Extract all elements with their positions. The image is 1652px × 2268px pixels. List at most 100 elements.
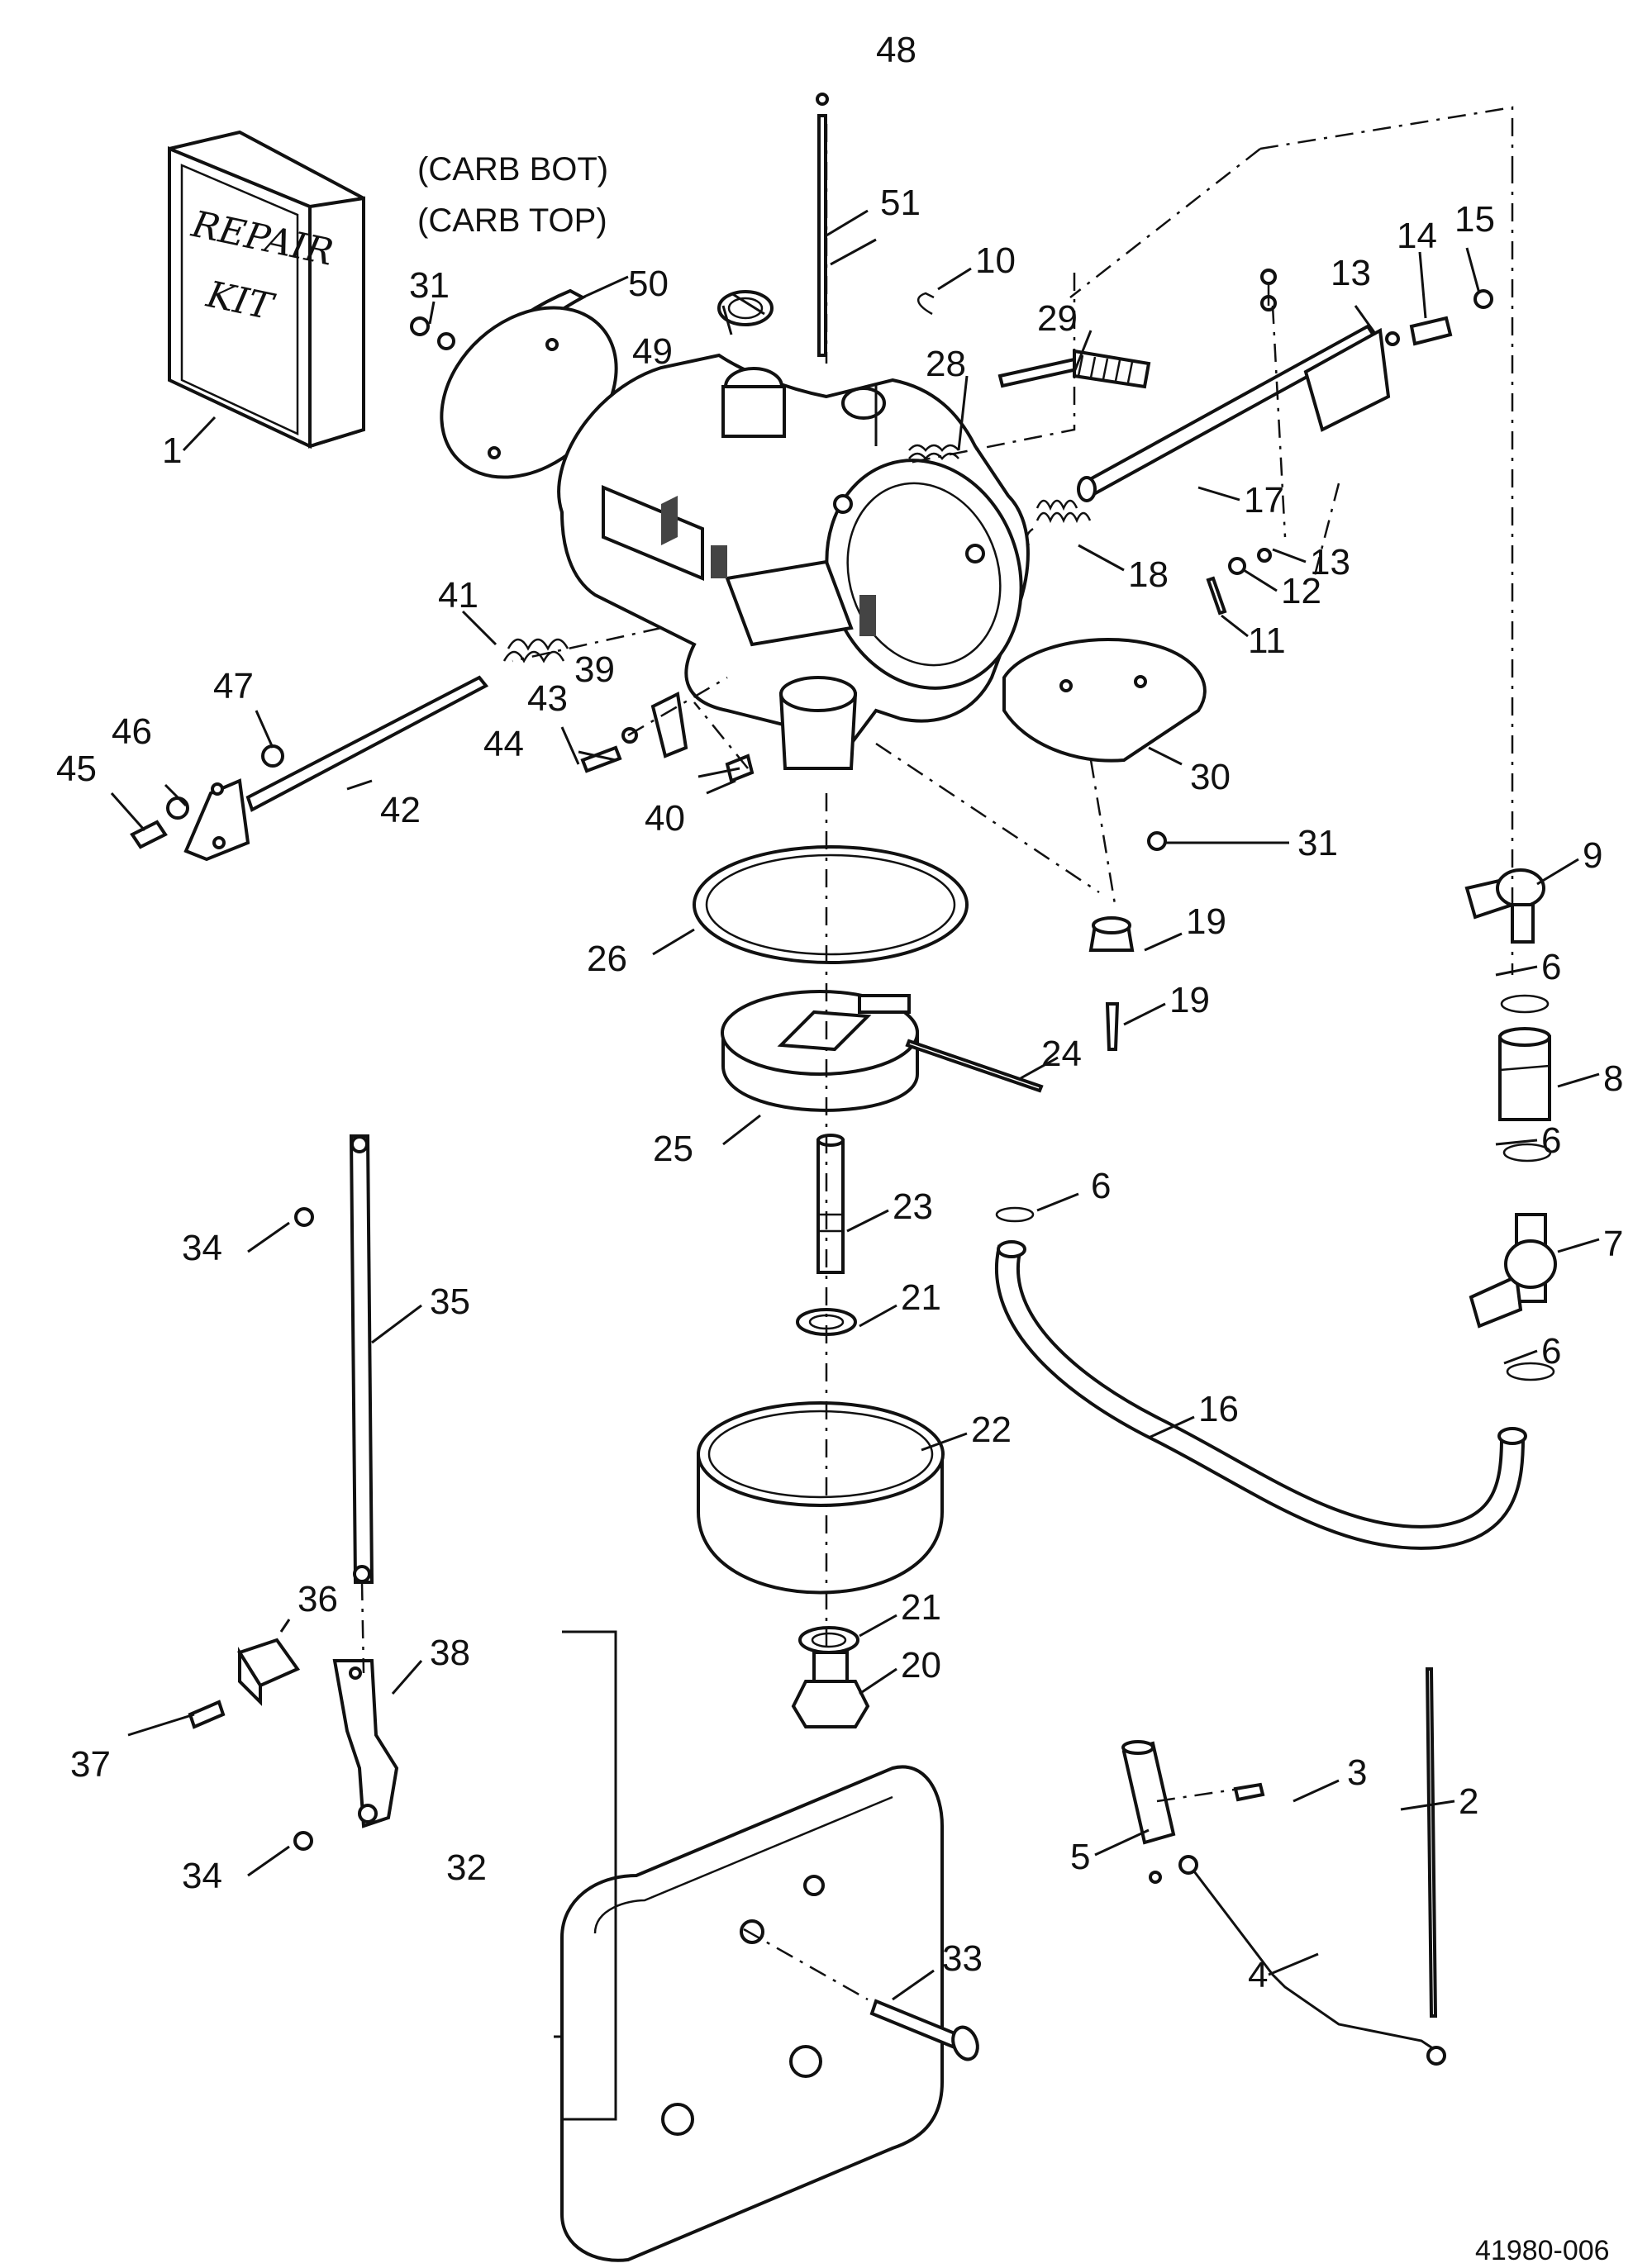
note-carb-top: (CARB TOP)	[417, 202, 607, 239]
screw-31-top	[410, 316, 455, 350]
callout-26: 26	[587, 939, 627, 979]
clip-34b	[293, 1831, 313, 1851]
callout-23: 23	[893, 1186, 933, 1227]
callout-37: 37	[70, 1744, 111, 1785]
callout-38: 38	[430, 1633, 470, 1673]
callout-32: 32	[446, 1847, 487, 1888]
rod-2	[1425, 1667, 1438, 2018]
callout-1: 1	[162, 430, 182, 471]
callout-28: 28	[926, 344, 966, 384]
callout-30: 30	[1190, 757, 1231, 797]
callout-43: 43	[527, 678, 568, 719]
plate-50	[440, 288, 618, 479]
spring-18	[1026, 499, 1092, 546]
jet-23	[816, 1134, 845, 1274]
callout-2: 2	[1459, 1781, 1478, 1822]
callout-25: 25	[653, 1129, 693, 1169]
bracket-38	[332, 1659, 399, 1828]
callout-14: 14	[1397, 216, 1437, 256]
rod-35	[349, 1134, 374, 1584]
callout-45: 45	[56, 749, 97, 789]
callout-11: 11	[1248, 620, 1286, 661]
callout-15: 15	[1454, 199, 1495, 240]
tee-7	[1469, 1213, 1557, 1329]
link-4	[1149, 1855, 1446, 2066]
clip-6b	[1500, 994, 1550, 1014]
elbow-9	[1464, 868, 1545, 944]
clip-10	[916, 292, 935, 316]
callout-19a: 19	[1186, 901, 1226, 942]
hose-16	[994, 1240, 1527, 1550]
callout-19b: 19	[1169, 980, 1210, 1020]
callout-13b: 13	[1331, 253, 1371, 293]
gasket-26	[693, 845, 969, 964]
part-13-14-15	[1206, 289, 1493, 616]
spring-41	[502, 638, 569, 663]
callout-40: 40	[645, 798, 685, 839]
callout-4: 4	[1248, 1955, 1268, 1995]
callout-6b: 6	[1541, 1120, 1561, 1161]
callout-33: 33	[942, 1938, 983, 1979]
callout-20: 20	[901, 1645, 941, 1686]
callout-36: 36	[298, 1579, 338, 1619]
rod-51	[817, 114, 827, 357]
washer-21b	[798, 1626, 859, 1654]
callout-50: 50	[628, 264, 669, 304]
callout-44: 44	[483, 724, 524, 764]
callout-3: 3	[1347, 1752, 1367, 1793]
callout-49: 49	[632, 331, 673, 372]
callout-47: 47	[213, 666, 254, 706]
gasket-49	[717, 290, 774, 326]
callout-18: 18	[1128, 554, 1169, 595]
repair-kit-box: REPAIR KIT	[168, 130, 365, 449]
arm-5	[1121, 1740, 1176, 1845]
callout-7: 7	[1603, 1224, 1623, 1264]
screw-33	[869, 1999, 979, 2061]
pin-3	[1233, 1782, 1265, 1802]
note-carb-bot: (CARB BOT)	[417, 151, 608, 188]
callout-9: 9	[1583, 835, 1602, 876]
callout-34a: 34	[182, 1228, 222, 1268]
callout-46: 46	[112, 711, 152, 752]
lever-42	[130, 675, 489, 862]
callout-48: 48	[876, 30, 916, 70]
plug-20	[791, 1651, 870, 1728]
callout-22: 22	[971, 1410, 1012, 1450]
callout-6a: 6	[1541, 947, 1561, 987]
carburetor-body	[557, 353, 1030, 770]
callout-10: 10	[975, 240, 1016, 281]
callout-34b: 34	[182, 1856, 222, 1896]
silencer-32	[560, 1765, 944, 2262]
callout-16: 16	[1198, 1389, 1239, 1429]
callout-17: 17	[1244, 480, 1284, 521]
hose-8	[1498, 1027, 1551, 1121]
callout-8: 8	[1603, 1058, 1623, 1099]
callouts: 1 2 3 4 5 6 6 6 6 7 8 9 10 11 12 13 13 1…	[56, 30, 1623, 1995]
clip-6a	[995, 1206, 1035, 1223]
callout-31a: 31	[409, 265, 450, 306]
screw-37	[188, 1700, 226, 1729]
callout-21b: 21	[901, 1587, 941, 1628]
clip-34a	[294, 1207, 314, 1227]
callout-29: 29	[1037, 298, 1078, 339]
ball-48	[816, 93, 829, 106]
callout-39: 39	[574, 649, 615, 690]
callout-24: 24	[1041, 1034, 1082, 1074]
plate-30	[1002, 638, 1207, 763]
callout-41: 41	[438, 575, 478, 616]
screw-31	[1147, 831, 1167, 851]
callout-6c: 6	[1541, 1331, 1561, 1372]
callout-5: 5	[1070, 1837, 1090, 1877]
callout-6d: 6	[1091, 1166, 1111, 1206]
block-36	[236, 1638, 301, 1706]
float-25	[721, 990, 1044, 1112]
alignment-lines	[360, 106, 1514, 2001]
callout-35: 35	[430, 1281, 470, 1322]
shaft-17	[1077, 269, 1391, 502]
leader-lines	[110, 209, 1600, 2121]
clip-6c	[1502, 1143, 1552, 1163]
callout-31b: 31	[1297, 823, 1338, 863]
callout-42: 42	[380, 790, 421, 830]
callout-51: 51	[880, 183, 921, 223]
